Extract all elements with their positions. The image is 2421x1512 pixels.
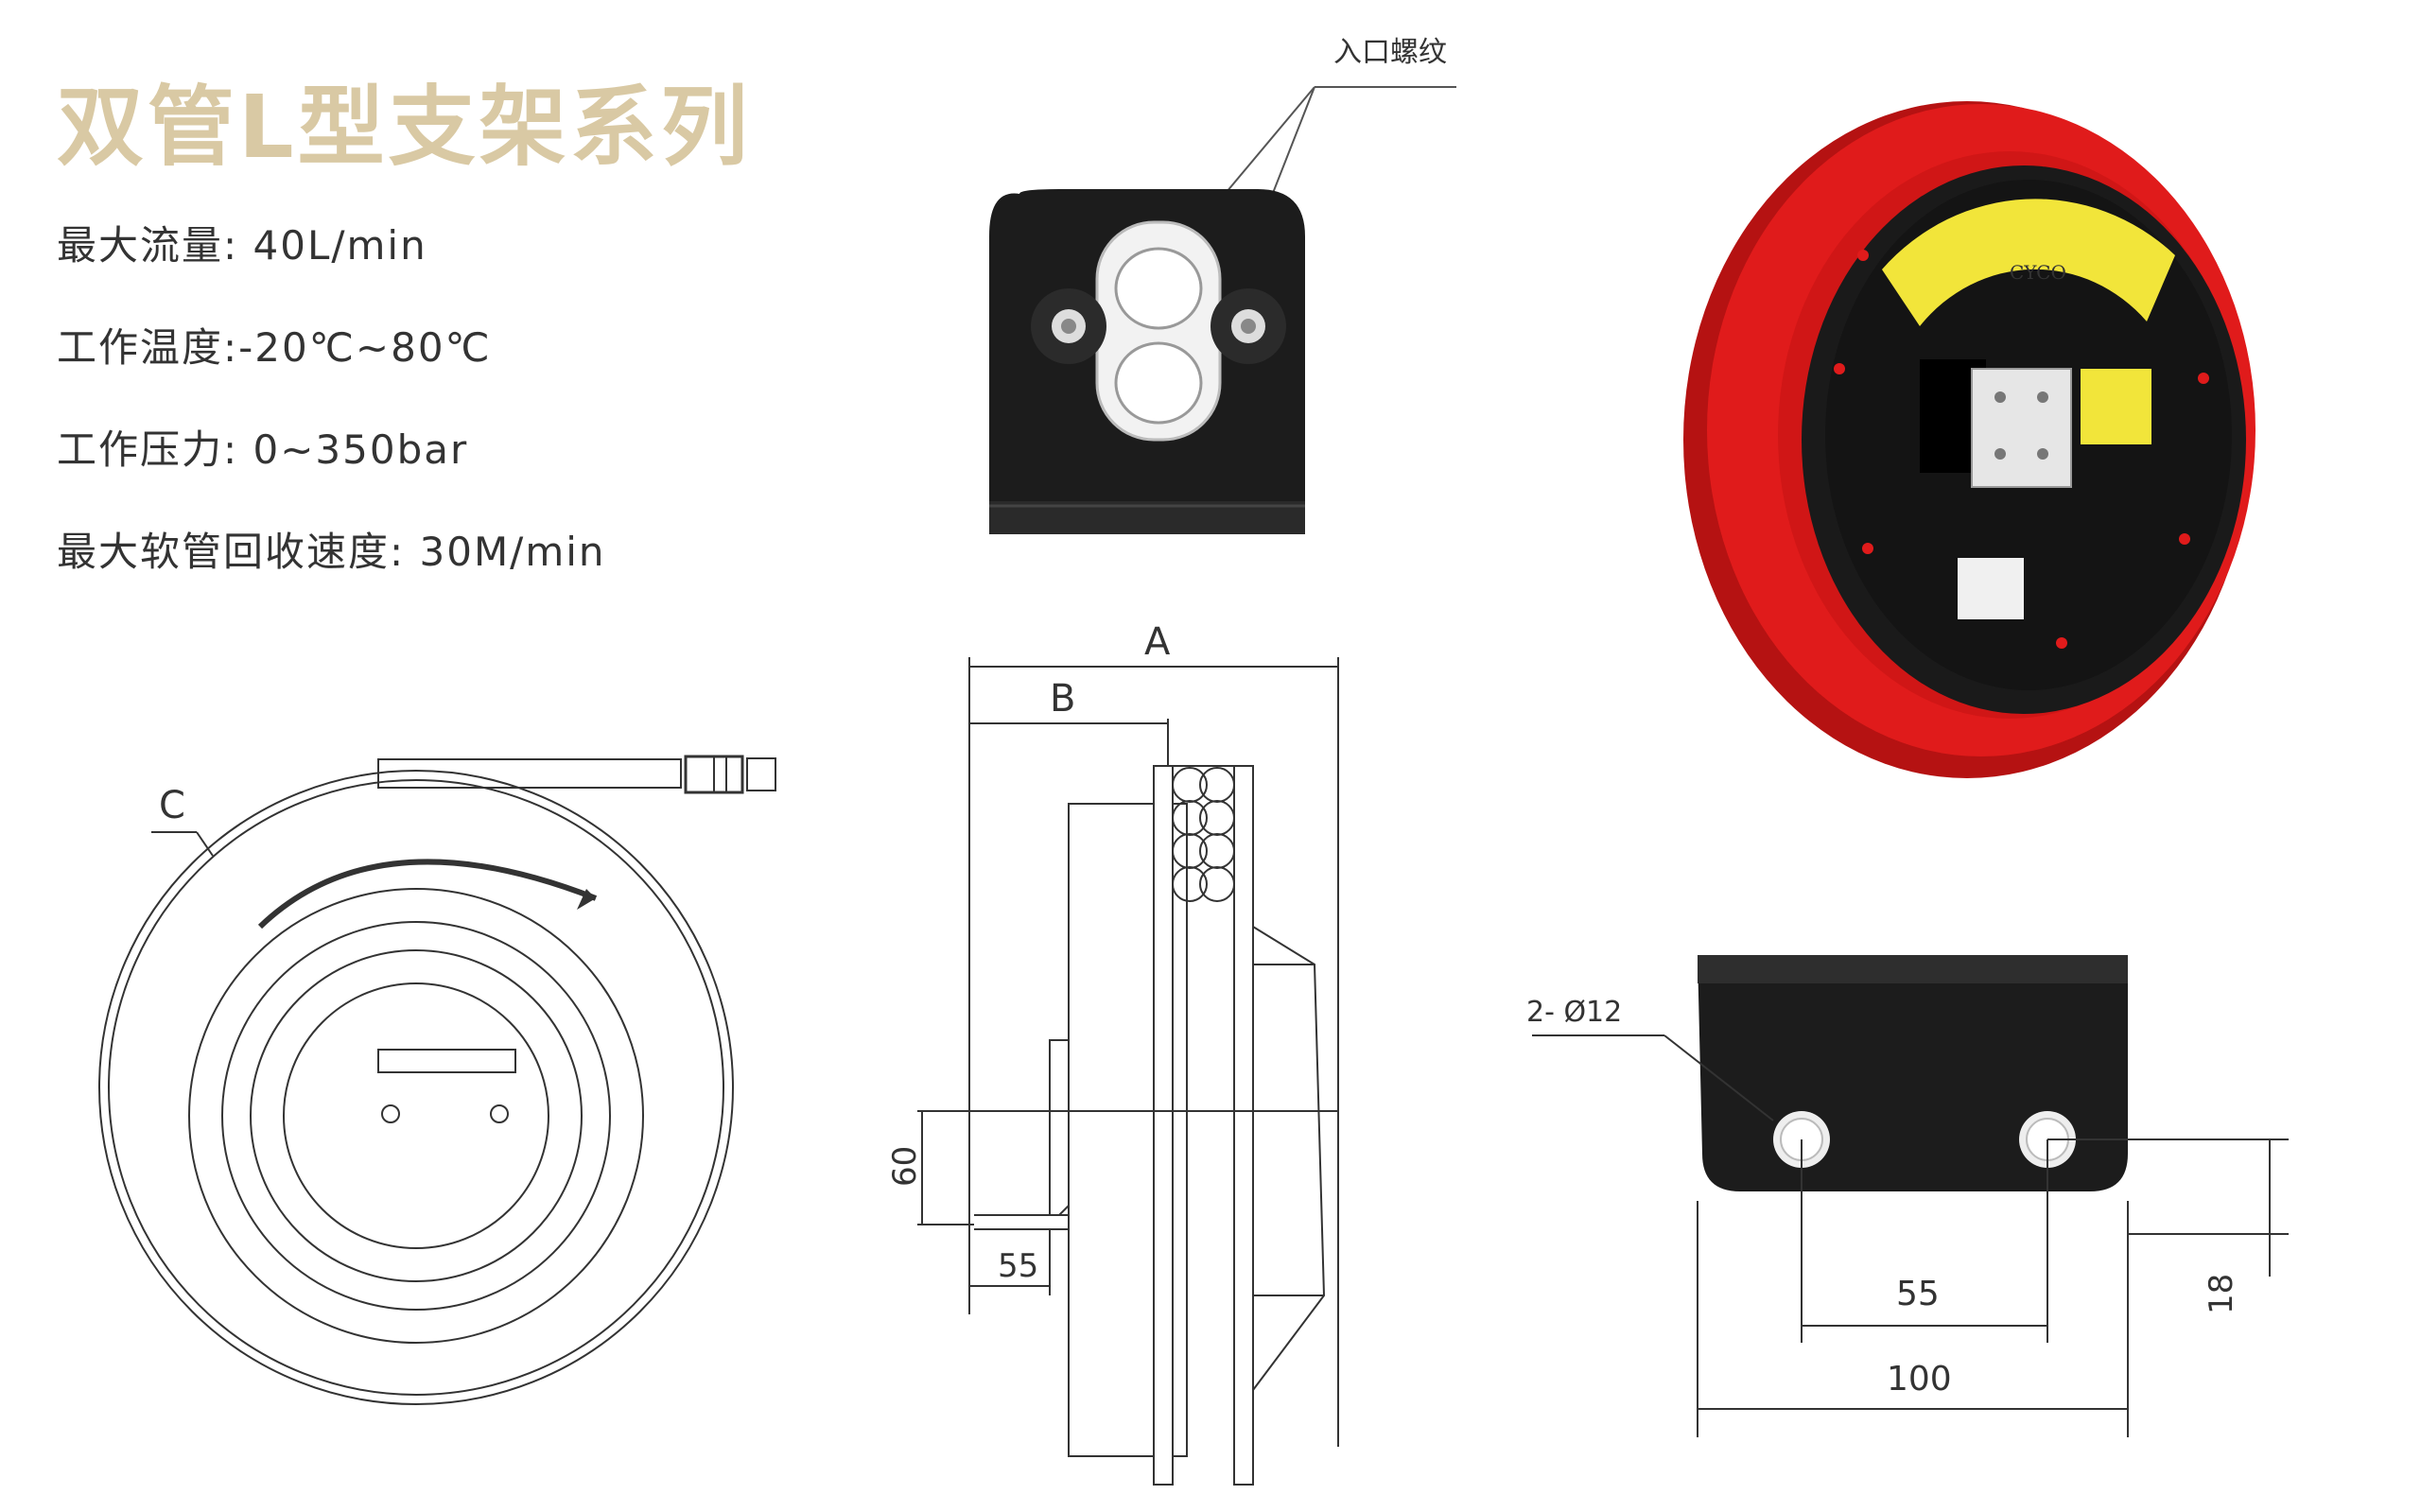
mounting-bracket-drawing: 2- Ø12 55 100 18: [1526, 955, 2289, 1437]
spec-working-pressure: 工作压力: 0~350bar: [57, 426, 469, 473]
side-view-drawing: A B 60 55: [886, 620, 1339, 1486]
dim-60-label: 60: [886, 1146, 924, 1187]
dim-55-side-label: 55: [998, 1247, 1038, 1285]
spec-max-flow: 最大流量: 40L/min: [57, 222, 427, 269]
inlet-bracket-photo: 入口螺纹: [989, 36, 1456, 534]
front-view-drawing: C: [98, 755, 776, 1405]
hose-reel-render: CYCO: [1683, 101, 2256, 778]
spec-max-retract-speed: 最大软管回收速度: 30M/min: [57, 529, 606, 575]
holes-label: 2- Ø12: [1526, 996, 1622, 1029]
dim-18-label: 18: [2203, 1274, 2240, 1314]
dim-a-label: A: [1144, 620, 1171, 664]
dim-100-label: 100: [1887, 1360, 1952, 1399]
dim-55-bottom-label: 55: [1896, 1275, 1940, 1313]
page-title: 双管L型支架系列: [57, 77, 752, 178]
dim-c-label: C: [159, 784, 185, 827]
inlet-thread-label: 入口螺纹: [1333, 36, 1447, 69]
product-brand-label: CYCO: [2010, 261, 2066, 284]
dim-b-label: B: [1050, 677, 1075, 721]
spec-working-temperature: 工作温度:-20℃~80℃: [57, 324, 492, 371]
